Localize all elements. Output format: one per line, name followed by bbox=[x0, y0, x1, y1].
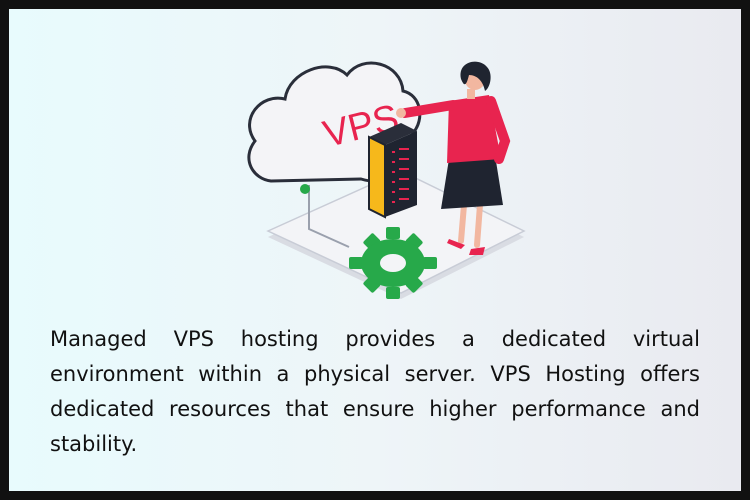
gear-icon bbox=[349, 227, 437, 299]
server-icon bbox=[368, 123, 417, 219]
presenter-figure bbox=[396, 61, 511, 255]
description-text: Managed VPS hosting provides a dedicated… bbox=[50, 327, 700, 456]
vps-hosting-illustration: VPS bbox=[247, 61, 526, 299]
